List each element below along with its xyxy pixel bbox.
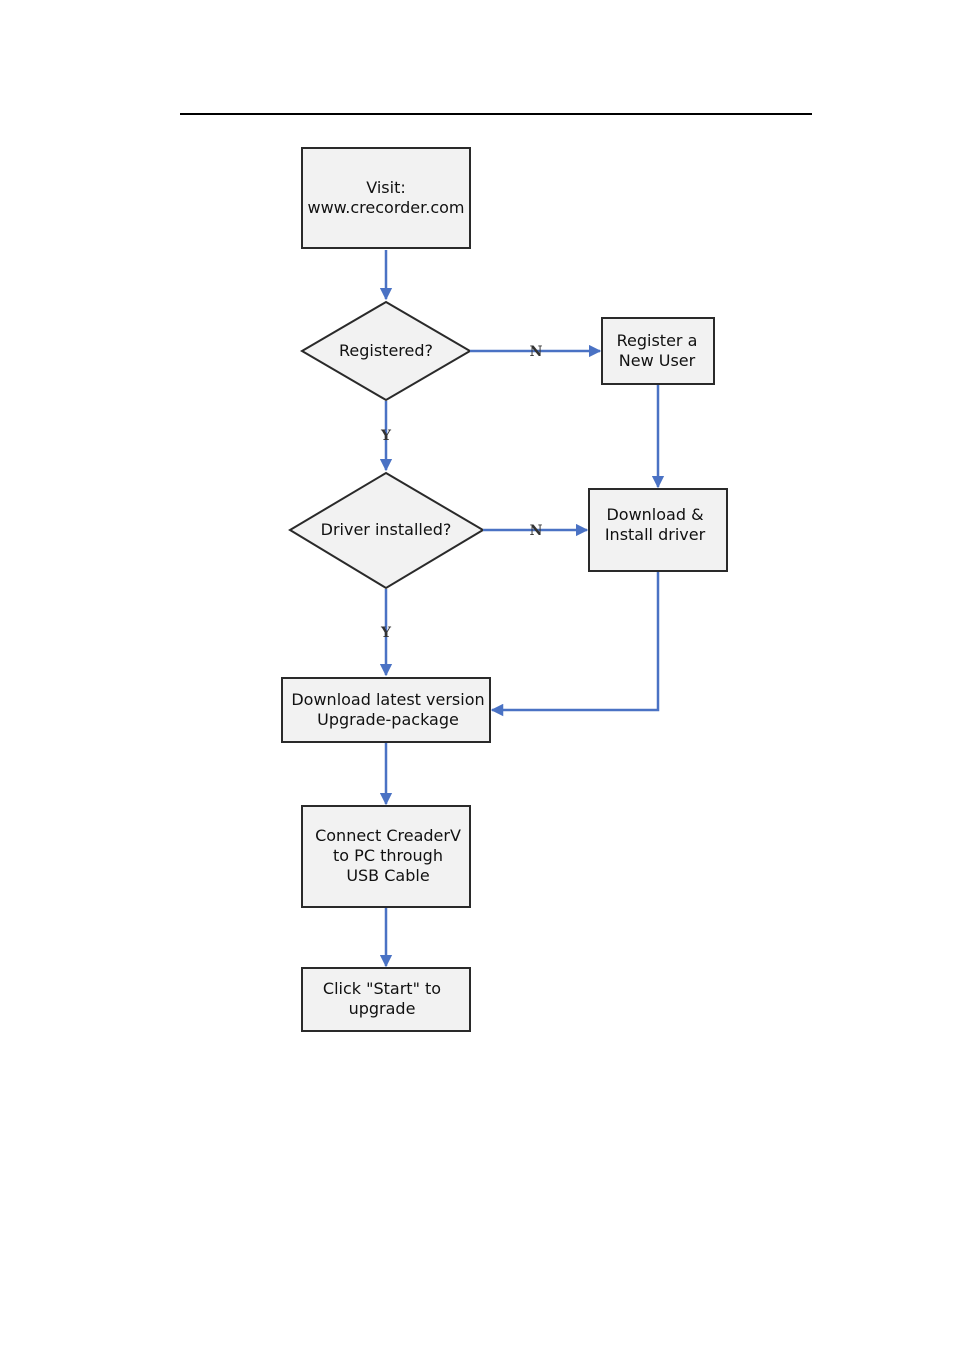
node-text-line: Visit: [366,178,405,197]
node-text-line: Download & [606,505,703,524]
node-text-line: Register a [617,331,698,350]
node-text-line: Driver installed? [321,520,452,539]
node-text-line: New User [619,351,696,370]
node-download-driver: Download &Install driver [589,489,727,571]
node-text-line: to PC through [333,846,443,865]
edge-label-registered-no: N [530,344,543,360]
decision-driver-installed: Driver installed? [290,473,483,588]
edge-label-driver-yes: Y [380,625,392,641]
edge-driver-to-package [492,572,658,710]
decision-driver-installed-text: Driver installed? [321,520,452,539]
decision-registered-text: Registered? [339,341,433,360]
node-text-line: Download latest version [291,690,484,709]
decision-registered: Registered? [302,302,470,400]
node-text-line: Upgrade-package [317,710,459,729]
node-text-line: www.crecorder.com [308,198,465,217]
node-text-line: upgrade [349,999,416,1018]
node-download-driver-text: Download &Install driver [605,505,706,544]
edge-label-registered-yes: Y [380,428,392,444]
node-text-line: Install driver [605,525,706,544]
node-text-line: Click "Start" to [323,979,441,998]
edge-label-driver-no: N [530,523,543,539]
node-text-line: Connect CreaderV [315,826,461,845]
node-text-line: Registered? [339,341,433,360]
node-text-line: USB Cable [346,866,429,885]
node-visit: Visit:www.crecorder.com [302,148,470,248]
